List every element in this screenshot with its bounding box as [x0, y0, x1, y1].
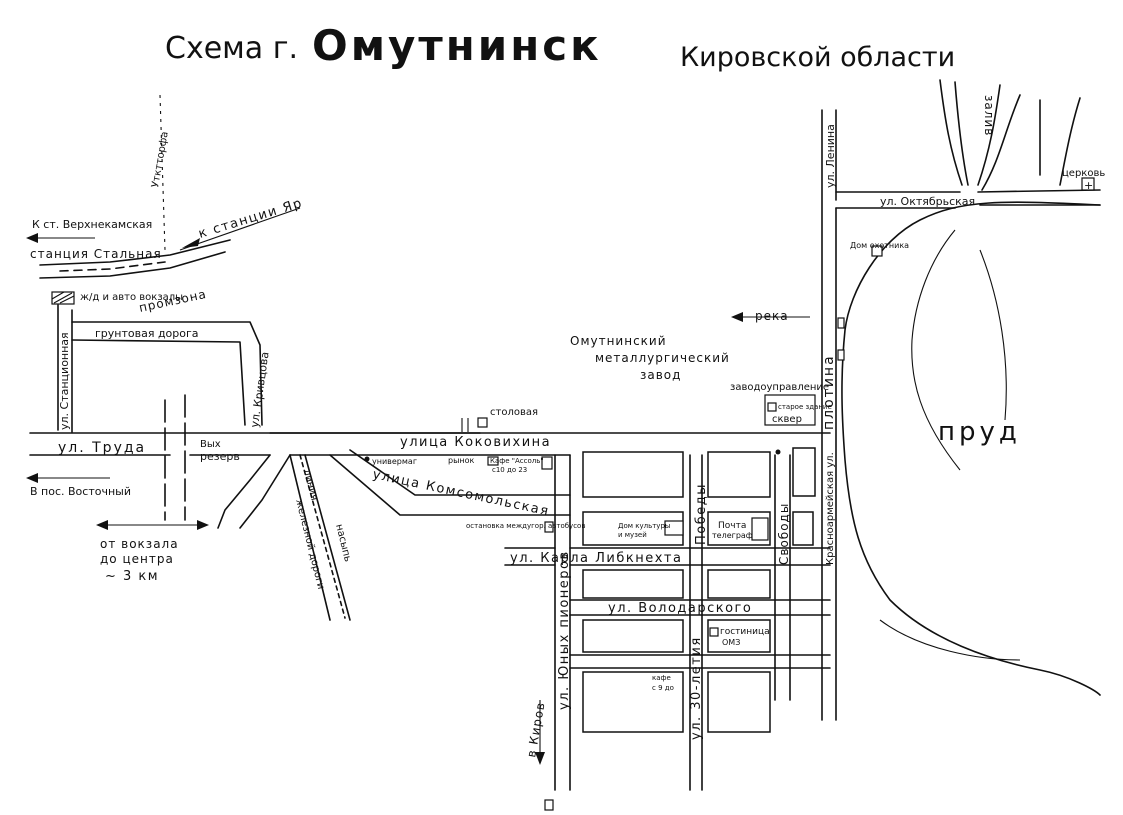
place-zavod2: металлургический — [595, 351, 730, 365]
street-truda: ул. Труда — [58, 440, 146, 456]
svg-text:+: + — [1084, 179, 1093, 192]
pond — [841, 79, 1101, 696]
street-lenina: ул. Ленина — [824, 124, 837, 188]
place-zdaniye: старое здание — [778, 403, 832, 411]
distance-line1: от вокзала — [100, 537, 179, 551]
place-telegraf: телеграф — [712, 531, 753, 540]
street-komsomolskaya: улица Комсомольская — [371, 467, 551, 519]
place-vykhod: Вых — [200, 439, 221, 450]
place-hotel2: ОМЗ — [722, 638, 740, 647]
distance-line2: до центра — [100, 552, 174, 566]
place-hotel: гостиница — [720, 627, 770, 637]
street-svobody: Свободы — [777, 503, 791, 565]
place-univermag: универмаг — [372, 457, 417, 466]
railway — [39, 94, 301, 279]
street-plotina: плотина — [821, 354, 837, 430]
place-church: церковь — [1062, 168, 1105, 179]
place-dk: Дом культуры — [618, 522, 670, 530]
landmarks-east: + — [871, 177, 1095, 257]
label-yar: к станции Яр — [197, 196, 305, 242]
place-station: станция Стальная — [30, 247, 162, 261]
plant-buildings — [461, 317, 845, 432]
label-utkrtorfa: Утктторфа — [150, 131, 171, 189]
roads-east — [821, 109, 1101, 721]
univermag-marker — [364, 456, 370, 462]
street-zhd-nasyp: насыпь — [333, 523, 353, 563]
place-kafe: Кафе "Ассоль" — [490, 457, 544, 465]
place-muzey: и музей — [618, 531, 647, 539]
distance-note: от вокзала до центра ~ 3 км — [100, 537, 179, 584]
street-oktyabrskaya: ул. Октябрьская — [880, 195, 975, 208]
station-area — [51, 291, 75, 305]
place-avtobus: остановка междугор. автобусов — [466, 522, 585, 530]
church-icon — [1081, 177, 1095, 191]
street-kokovikhina: улица Коковихина — [400, 435, 551, 450]
hunter-house-icon — [871, 245, 883, 257]
place-zaliv: залив — [982, 95, 996, 136]
distance-line3: ~ 3 км — [105, 569, 159, 584]
street-krivtsova: ул. Кривцова — [248, 351, 272, 428]
map-title: Схема г. Омутнинск Кировской области — [165, 21, 955, 73]
street-karla-libknekhta: ул. Карла Либкнехта — [510, 551, 682, 566]
place-skver: сквер — [772, 414, 802, 425]
place-zavod3: завод — [640, 368, 681, 382]
street-volodarskogo: ул. Володарского — [608, 601, 752, 616]
street-stantsionnaya: ул. Станционная — [58, 332, 71, 430]
place-vokzaly: ж/д и авто вокзалы — [80, 292, 183, 303]
center-buildings — [364, 449, 781, 811]
place-rynok: рынок — [448, 456, 475, 465]
place-pond: пруд — [938, 417, 1021, 447]
label-verkhnekamskaya: К ст. Верхнекамская — [32, 218, 152, 231]
place-dom-okhotnika: Дом охотника — [850, 241, 909, 250]
place-kafe-addr: с10 до 23 — [492, 466, 527, 474]
roads-center — [269, 432, 831, 791]
city-blocks — [582, 447, 816, 733]
place-zavod1: Омутнинский — [570, 334, 667, 348]
street-30-letiya: ул. 30-летия — [689, 636, 704, 740]
roads-west — [29, 304, 481, 621]
direction-labels: К ст. Верхнекамская к станции Яр Уткттор… — [30, 131, 789, 759]
street-krasnoarmeyskaya: Красноармейская ул. — [825, 452, 836, 565]
place-stolovaya: столовая — [490, 407, 538, 418]
place-labels: станция Стальная ж/д и авто вокзалы пром… — [30, 95, 1105, 692]
street-yunykh-pionerov: ул. Юных пионеров — [557, 550, 572, 710]
place-rezerv: резерв — [200, 450, 240, 463]
place-zavodoupravlenie: заводоуправление — [730, 382, 829, 393]
street-labels: ул. Станционная ул. Труда ул. Кривцова у… — [58, 124, 975, 740]
direction-arrows — [26, 233, 810, 765]
title-city: Омутнинск — [312, 21, 602, 70]
title-scheme: Схема г. — [165, 31, 298, 66]
title-region: Кировской области — [680, 42, 955, 73]
place-kafe2-addr: с 9 до — [652, 684, 674, 692]
street-zhd-line1: линия — [301, 468, 319, 502]
place-pochta: Почта — [718, 521, 746, 531]
label-kirov: в Киров — [524, 701, 548, 759]
place-kafe2: кафе — [652, 674, 671, 682]
street-pobedy: Победы — [694, 483, 709, 545]
street-gruntovaya: грунтовая дорога — [95, 327, 199, 340]
label-reka: река — [755, 309, 789, 323]
label-vostochny: В пос. Восточный — [30, 485, 131, 498]
